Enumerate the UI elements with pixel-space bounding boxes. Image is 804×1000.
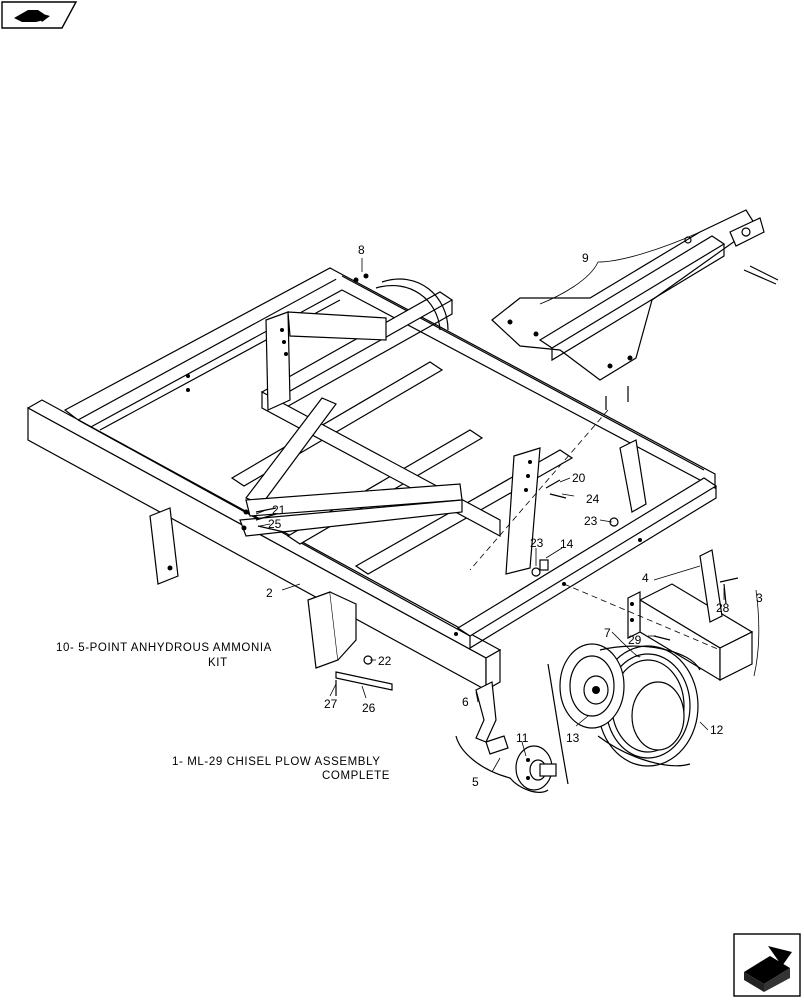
callout-21: 21 (272, 503, 286, 517)
callout-7: 7 (604, 626, 611, 640)
next-page-icon (744, 946, 792, 992)
back-button[interactable] (1, 1, 78, 29)
callout-3: 3 (756, 591, 763, 605)
leader-lines (255, 231, 760, 773)
assembly-caption-line2: COMPLETE (322, 770, 390, 782)
callout-12: 12 (710, 723, 724, 737)
callout-5: 5 (472, 775, 479, 789)
callout-14: 14 (560, 537, 574, 551)
callout-25: 25 (268, 517, 282, 531)
callout-23-lower: 23 (530, 536, 544, 550)
callout-22: 22 (378, 654, 392, 668)
callout-26: 26 (362, 701, 376, 715)
back-arrow-icon (14, 10, 50, 22)
kit-caption-line2: KIT (208, 657, 228, 669)
callout-20: 20 (572, 471, 586, 485)
callout-4: 4 (642, 571, 649, 585)
shank-hub (455, 663, 569, 793)
next-page-button[interactable] (733, 933, 801, 997)
callout-2: 2 (266, 586, 273, 600)
assembly-caption-line1: 1- ML-29 CHISEL PLOW ASSEMBLY (172, 756, 381, 768)
callout-23-upper: 23 (584, 514, 598, 528)
callout-6: 6 (462, 695, 469, 709)
callout-29: 29 (628, 633, 642, 647)
main-frame (26, 267, 718, 692)
captions: 10- 5-POINT ANHYDROUS AMMONIA KIT 1- ML-… (56, 642, 390, 782)
wheel-axle (563, 549, 754, 682)
callout-27: 27 (324, 697, 338, 711)
callout-11: 11 (516, 731, 529, 745)
callout-13: 13 (566, 731, 580, 745)
callout-8: 8 (358, 243, 365, 257)
wheel-tire (559, 643, 701, 767)
kit-caption-line1: 10- 5-POINT ANHYDROUS AMMONIA (56, 642, 272, 654)
callout-24: 24 (586, 492, 600, 506)
callouts: 8 9 2 3 4 5 6 7 11 12 13 14 20 21 22 23 … (266, 243, 763, 789)
hitch-assembly (469, 209, 779, 571)
callout-28: 28 (716, 601, 730, 615)
callout-9: 9 (582, 251, 589, 265)
